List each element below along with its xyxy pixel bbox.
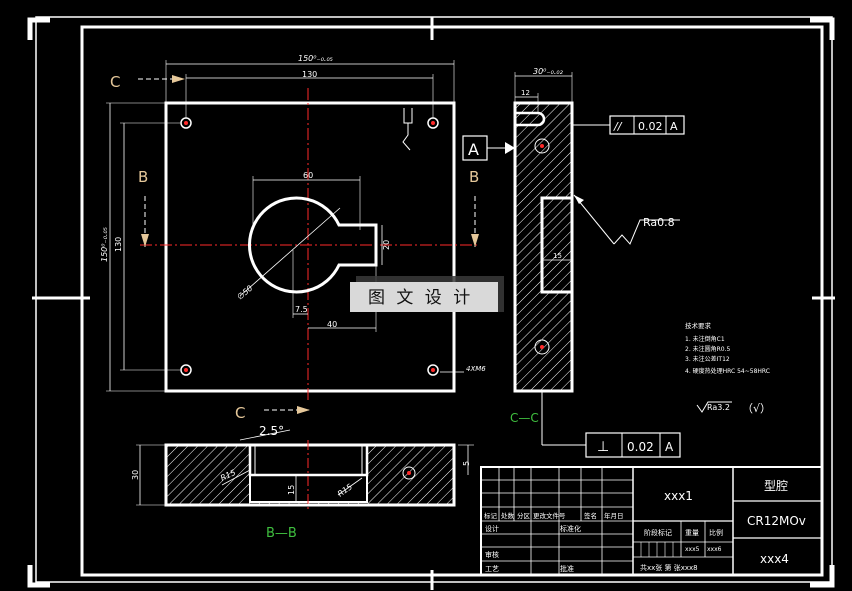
dim-12: 12 (521, 89, 530, 97)
dim-150-top: 150⁰₋₀.₀₅ (298, 54, 333, 63)
tb-h-count: 处数 (501, 511, 515, 520)
tb-h-sign: 签名 (584, 511, 597, 520)
tb-std: 标准化 (560, 524, 581, 533)
section-b-b: 2.5° 30 5 15 R15 R15 B—B (131, 424, 474, 541)
caption-c-c: C—C (510, 411, 539, 425)
dim-angle: 2.5° (259, 424, 284, 438)
dim-5-section: 5 (462, 461, 471, 466)
tb-h-date: 年月日 (604, 511, 624, 520)
caption-b-b: B—B (266, 526, 297, 541)
dim-30: 30⁰₋₀.₀₂ (533, 67, 564, 76)
watermark: 图 文 设 计 (350, 276, 504, 312)
tb-craft: 工艺 (485, 565, 499, 573)
title-block: 标记 处数 分区 更改文件号 签名 年月日 设计 标准化 审核 工艺 批准 xx… (480, 466, 823, 576)
note-4: 4. 硬度热处理HRC 54~58HRC (685, 367, 770, 375)
tb-scale: 比例 (709, 528, 723, 537)
technical-notes: 技术要求 1. 未注倒角C1 2. 未注圆角R0.5 3. 未注公差IT12 4… (685, 321, 771, 415)
tol-perp-value: 0.02 (627, 440, 654, 454)
datum-a: A (468, 140, 479, 159)
roughness-side: Ra0.8 (643, 216, 675, 229)
tb-weight-val: xxx5 (685, 546, 700, 553)
corner-holes (180, 117, 439, 376)
roughness-general: Ra3.2 (707, 403, 730, 412)
label-b-left: B (138, 168, 148, 186)
label-c-bottom: C (235, 404, 245, 422)
tb-design: 设计 (485, 524, 499, 533)
note-3: 3. 未注公差IT12 (685, 355, 730, 363)
tb-name: xxx1 (664, 489, 693, 503)
label-c-top: C (110, 73, 120, 91)
tb-h-mark: 标记 (484, 511, 498, 520)
thread-note: 4XM6 (466, 365, 486, 373)
roughness-paren: （√） (742, 402, 771, 415)
dim-40: 40 (327, 320, 337, 329)
dim-20: 20 (382, 240, 391, 250)
tb-material: CR12MOv (747, 514, 806, 528)
tol-parallel-value: 0.02 (638, 120, 663, 133)
dim-130-top: 130 (302, 70, 317, 79)
tb-weight: 重量 (685, 529, 699, 537)
dim-60: 60 (303, 171, 313, 180)
note-2: 2. 未注圆角R0.5 (685, 345, 731, 353)
tol-perp-symbol: ⊥ (597, 439, 609, 455)
roughness-symbol (696, 401, 732, 413)
plan-view: 150⁰₋₀.₀₅ 130 60 150⁰₋₀.₀₅ 130 ∅50 20 7.… (100, 54, 486, 422)
dim-150-left: 150⁰₋₀.₀₅ (100, 227, 109, 262)
tb-part: 型腔 (764, 478, 788, 493)
tol-perp-ref: A (665, 440, 674, 454)
sheet-border (27, 16, 835, 590)
watermark-text: 图 文 设 计 (368, 288, 473, 308)
note-1: 1. 未注倒角C1 (685, 335, 725, 343)
tol-parallel-symbol: // (613, 120, 623, 133)
tb-sheets: 共xx张 第 张xxx8 (640, 563, 698, 572)
side-view: 30⁰₋₀.₀₂ 12 15 A // 0.02 A Ra0.8 C—C ⊥ 0… (462, 67, 685, 458)
dim-7-5: 7.5 (295, 305, 308, 314)
tb-code: xxx4 (760, 552, 789, 566)
dim-15-section: 15 (287, 485, 296, 495)
dim-130-left: 130 (114, 237, 123, 252)
dim-15-side: 15 (553, 252, 562, 260)
tb-stage: 阶段标记 (644, 528, 672, 537)
dim-30-section: 30 (131, 470, 140, 480)
tb-scale-val: xxx6 (707, 546, 722, 553)
tb-review: 审核 (485, 550, 499, 559)
label-b-right: B (469, 168, 479, 186)
tb-approve: 批准 (560, 564, 574, 573)
tb-h-file: 更改文件号 (533, 511, 566, 520)
tb-h-zone: 分区 (517, 511, 531, 520)
notes-title: 技术要求 (685, 321, 712, 330)
tol-parallel-ref: A (670, 120, 678, 133)
